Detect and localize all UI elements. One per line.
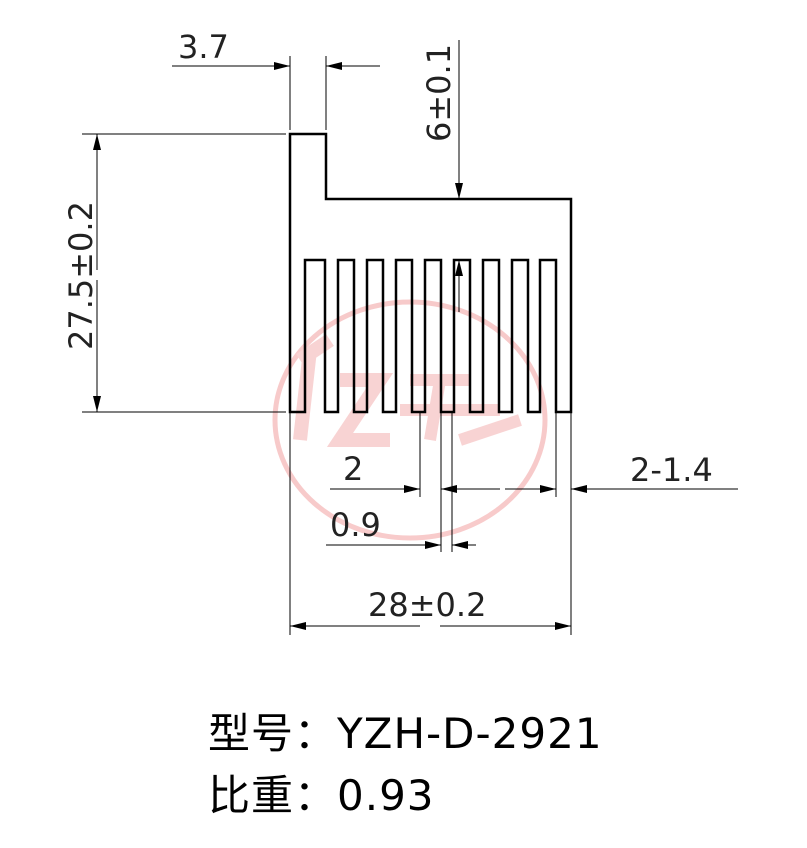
label-height: 27.5±0.2 — [62, 201, 100, 350]
label-total-width: 28±0.2 — [368, 586, 486, 624]
dimension-total-width: 28±0.2 — [289, 412, 572, 635]
heatsink-outline — [288, 132, 573, 414]
label-fin-pitch: 2 — [343, 450, 363, 488]
label-fin-tip: 2-1.4 — [630, 451, 713, 489]
watermark-logo — [272, 299, 548, 541]
density-label: 比重： — [208, 771, 338, 820]
dimension-fin-tip: 2-1.4 — [505, 412, 738, 497]
label-top-gap: 6±0.1 — [420, 44, 458, 142]
dimension-top-gap: 6±0.1 — [420, 40, 463, 312]
label-top-width: 3.7 — [178, 28, 229, 66]
label-fin-gap: 0.9 — [330, 506, 381, 544]
density-value: 0.93 — [337, 771, 435, 820]
density-line: 比重：0.93 — [208, 762, 435, 823]
model-label: 型号： — [208, 709, 338, 758]
dimension-fin-gap: 0.9 — [326, 412, 476, 552]
dimension-top-width: 3.7 — [172, 28, 380, 130]
model-line: 型号：YZH-D-2921 — [208, 700, 603, 761]
dimension-fin-pitch: 2 — [330, 412, 500, 497]
dimension-height: 27.5±0.2 — [62, 133, 286, 413]
model-value: YZH-D-2921 — [337, 709, 603, 758]
